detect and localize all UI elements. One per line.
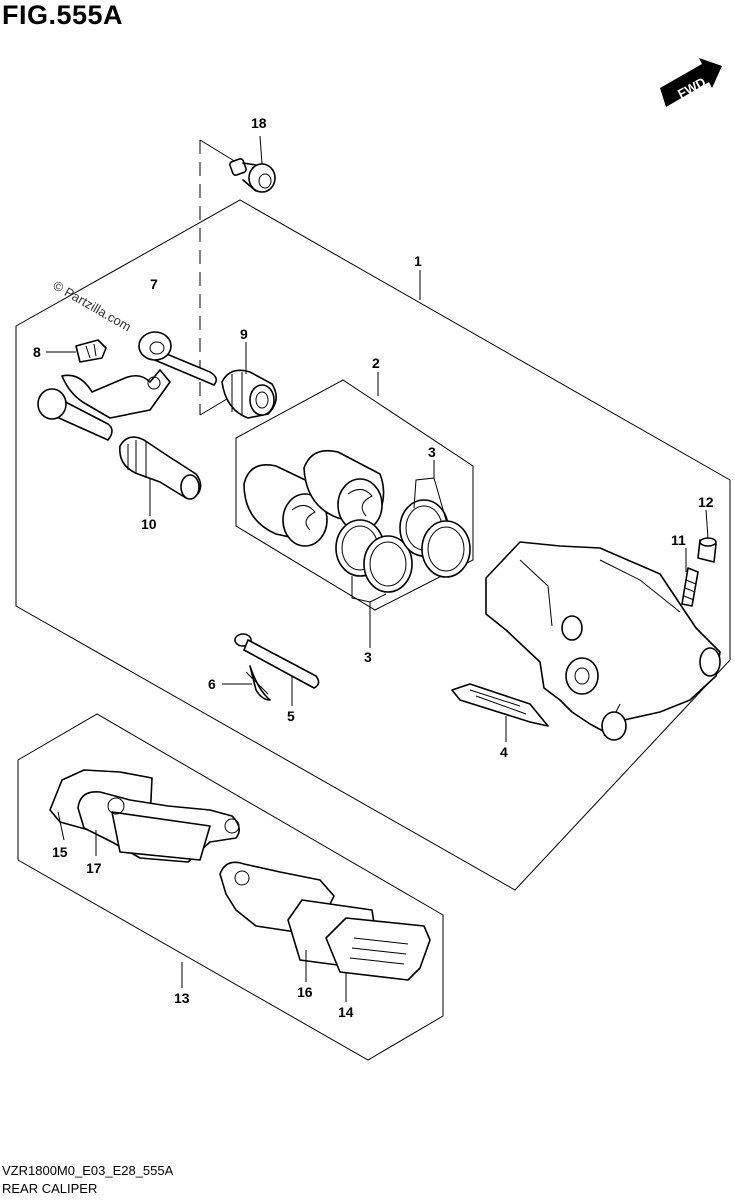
callout-14: 14 — [338, 1004, 354, 1020]
figure-title: FIG.555A — [2, 0, 124, 30]
callout-3-bottom: 3 — [364, 649, 372, 665]
callout-3-top: 3 — [428, 444, 436, 460]
callout-9: 9 — [240, 326, 248, 342]
callout-18: 18 — [251, 115, 267, 131]
callout-8: 8 — [33, 344, 41, 360]
callout-5: 5 — [287, 708, 295, 724]
callout-7: 7 — [150, 276, 158, 292]
boot-part-9 — [221, 369, 277, 419]
piston-part-2 — [243, 449, 385, 547]
callout-12: 12 — [698, 494, 714, 510]
callout-15: 15 — [52, 844, 68, 860]
clip-part-6 — [245, 665, 271, 701]
cap-part-12 — [697, 537, 717, 563]
pin-part-5 — [234, 633, 320, 689]
callout-11: 11 — [671, 532, 686, 548]
figure-code: VZR1800M0_E03_E28_555A — [2, 1163, 174, 1178]
callout-16: 16 — [297, 984, 313, 1000]
callout-13: 13 — [174, 990, 190, 1006]
leader-lines — [46, 135, 709, 1002]
figure-name: REAR CALIPER — [2, 1181, 98, 1196]
callout-1: 1 — [414, 253, 422, 269]
caliper-body-part-1 — [485, 541, 721, 741]
seal-3-leaders — [351, 460, 447, 648]
fwd-arrow-icon: FWD — [660, 58, 722, 107]
caliper-assembly-outline — [15, 199, 731, 891]
watermark: © Partzilla.com — [51, 278, 134, 335]
callout-17: 17 — [86, 860, 102, 876]
callout-4: 4 — [500, 744, 508, 760]
bolt-part-18 — [229, 158, 276, 193]
callout-6: 6 — [208, 676, 216, 692]
clip-part-8 — [75, 339, 107, 363]
pad-part-17 — [77, 791, 240, 863]
callout-10: 10 — [141, 516, 157, 532]
seal-part-3 — [335, 499, 471, 593]
callout-2: 2 — [372, 355, 380, 371]
piston-kit-outline — [235, 379, 474, 611]
pin-part-7 — [37, 331, 218, 441]
bleeder-part-11 — [681, 567, 699, 607]
boot-part-10 — [119, 436, 202, 500]
spring-part-4 — [451, 683, 549, 727]
pad-set-outline — [17, 713, 444, 1061]
shim-part-14 — [325, 917, 431, 981]
